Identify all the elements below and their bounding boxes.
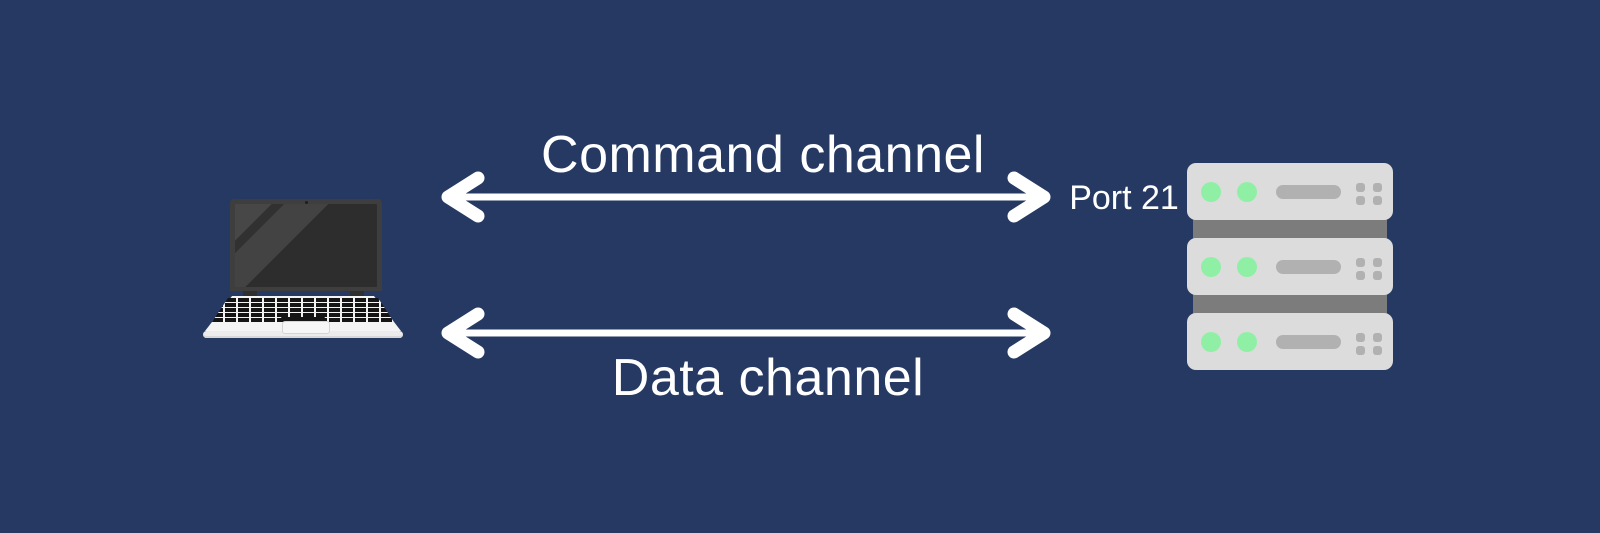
port-dot [1373, 333, 1382, 342]
laptop-icon [203, 190, 403, 340]
port-dot [1373, 196, 1382, 205]
server-unit [1187, 163, 1393, 220]
spacebar-key [281, 317, 325, 321]
port-dot [1373, 258, 1382, 267]
port-dot [1356, 346, 1365, 355]
server-unit [1187, 238, 1393, 295]
drive-slot [1276, 334, 1341, 349]
laptop-display [235, 204, 377, 287]
port-dot [1356, 271, 1365, 280]
server-unit [1187, 313, 1393, 370]
webcam-dot-icon [305, 201, 308, 204]
port-21-label: Port 21 [1069, 179, 1179, 217]
port-dot [1373, 346, 1382, 355]
led-indicator [1201, 181, 1221, 202]
port-dot [1373, 183, 1382, 192]
port-dot [1356, 258, 1365, 267]
laptop-hinge [243, 291, 257, 296]
led-indicator [1237, 331, 1257, 352]
led-indicator [1237, 256, 1257, 277]
led-indicator [1201, 331, 1221, 352]
server-rack-icon [1187, 163, 1393, 371]
drive-slot [1276, 259, 1341, 274]
port-dot [1356, 183, 1365, 192]
laptop-screen [230, 199, 382, 291]
laptop-trackpad [282, 321, 330, 334]
port-dot [1356, 196, 1365, 205]
led-indicator [1237, 181, 1257, 202]
laptop-bottom-edge [203, 331, 403, 338]
laptop-hinge [350, 291, 364, 296]
data-channel-label: Data channel [611, 349, 925, 407]
port-dot [1356, 333, 1365, 342]
command-channel-label: Command channel [541, 126, 985, 184]
port-dot [1373, 271, 1382, 280]
drive-slot [1276, 184, 1341, 199]
data-channel-arrow [441, 307, 1051, 359]
led-indicator [1201, 256, 1221, 277]
